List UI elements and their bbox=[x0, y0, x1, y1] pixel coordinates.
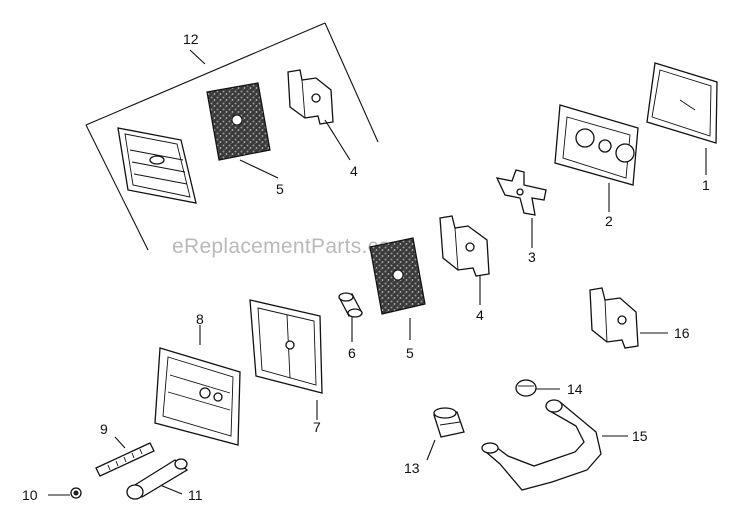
callout-labels: 12 5 4 1 2 3 4 16 5 6 8 7 9 14 15 13 10 … bbox=[22, 31, 710, 503]
callout-5-middle: 5 bbox=[406, 345, 414, 361]
kit-cover-plate bbox=[117, 127, 197, 204]
callout-4-middle: 4 bbox=[476, 307, 484, 323]
gasket-part-1 bbox=[646, 62, 718, 144]
clamp-ring-part-13 bbox=[433, 407, 465, 438]
clamp-ring-part-14 bbox=[515, 379, 537, 397]
bracket-top bbox=[287, 69, 334, 125]
callout-11: 11 bbox=[188, 487, 203, 503]
callout-10: 10 bbox=[22, 487, 38, 503]
cover-part-8 bbox=[154, 347, 241, 446]
callout-4-top: 4 bbox=[350, 163, 358, 179]
gasket-frame-part-7 bbox=[249, 299, 323, 394]
stud-part-9 bbox=[95, 442, 155, 477]
callout-8: 8 bbox=[196, 311, 204, 327]
spacer-bushing-part-6 bbox=[338, 292, 363, 318]
callout-16: 16 bbox=[674, 325, 690, 341]
kit-bracket-12 bbox=[85, 22, 379, 251]
callout-13: 13 bbox=[404, 460, 420, 476]
cross-gasket-part-3 bbox=[495, 169, 547, 216]
callout-leaders bbox=[48, 119, 707, 496]
callout-14: 14 bbox=[567, 381, 583, 397]
callout-5-top: 5 bbox=[276, 181, 284, 197]
callout-6: 6 bbox=[348, 345, 356, 361]
callout-12: 12 bbox=[183, 31, 199, 47]
callout-7: 7 bbox=[313, 419, 321, 435]
stud-extension-part-11 bbox=[126, 458, 189, 500]
bracket-part-16 bbox=[589, 287, 639, 349]
nut-part-10 bbox=[70, 487, 82, 499]
foam-filter-element-middle bbox=[369, 237, 426, 315]
callout-15: 15 bbox=[632, 428, 648, 444]
callout-1: 1 bbox=[702, 177, 710, 193]
elbow-tube-part-15 bbox=[481, 399, 602, 491]
watermark-text: eReplacementParts.com bbox=[172, 235, 408, 258]
callout-9: 9 bbox=[100, 421, 108, 437]
callout-3: 3 bbox=[528, 249, 536, 265]
callout-2: 2 bbox=[605, 213, 613, 229]
base-plate-part-2 bbox=[554, 104, 639, 186]
bracket-middle bbox=[439, 215, 490, 277]
foam-filter-element-top bbox=[206, 82, 271, 161]
